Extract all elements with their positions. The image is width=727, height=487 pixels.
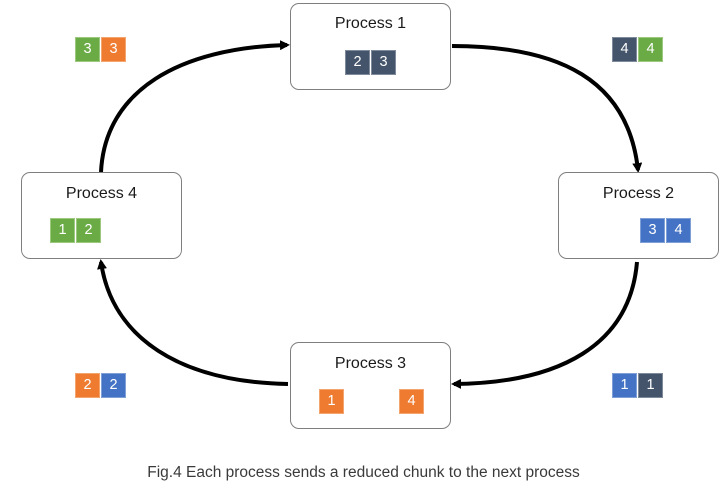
arrow-p3-to-p4 <box>97 259 289 386</box>
process-3-chunk-b: 4 <box>399 389 424 414</box>
transfer-p3-p4-chunk-a: 2 <box>75 373 100 398</box>
process-4-title: Process 4 <box>65 185 138 202</box>
arrow-p1-to-p2 <box>451 44 643 173</box>
transfer-p2-p3-chunk-b: 1 <box>638 373 663 398</box>
process-2-title: Process 2 <box>602 185 675 202</box>
process-4-chunk-b: 2 <box>76 218 101 243</box>
process-4-chunk-a: 1 <box>50 218 75 243</box>
transfer-p2-p3-chunk-a: 1 <box>612 373 637 398</box>
process-4-box: Process 4 1 2 <box>21 172 182 259</box>
figure-caption: Fig.4 Each process sends a reduced chunk… <box>147 464 580 481</box>
process-2-chunk-a: 3 <box>640 218 665 243</box>
process-2-chunk-b: 4 <box>666 218 691 243</box>
transfer-p3-p4-chunk-b: 2 <box>101 373 126 398</box>
process-3-box: Process 3 1 4 <box>290 342 451 429</box>
arrow-p4-to-p1 <box>99 40 290 173</box>
process-3-title: Process 3 <box>334 355 407 372</box>
process-1-chunk-a: 2 <box>345 50 370 75</box>
arrow-p2-to-p3 <box>451 261 639 389</box>
transfer-p4-p1-chunk-a: 3 <box>75 37 100 62</box>
transfer-p1-p2-chunk-b: 4 <box>638 37 663 62</box>
transfer-p4-p1-chunk-b: 3 <box>101 37 126 62</box>
process-1-chunk-b: 3 <box>371 50 396 75</box>
transfer-p1-p2-chunk-a: 4 <box>612 37 637 62</box>
process-1-box: Process 1 2 3 <box>290 3 451 90</box>
process-1-title: Process 1 <box>334 15 407 32</box>
process-3-chunk-a: 1 <box>319 389 344 414</box>
process-2-box: Process 2 3 4 <box>558 172 719 259</box>
